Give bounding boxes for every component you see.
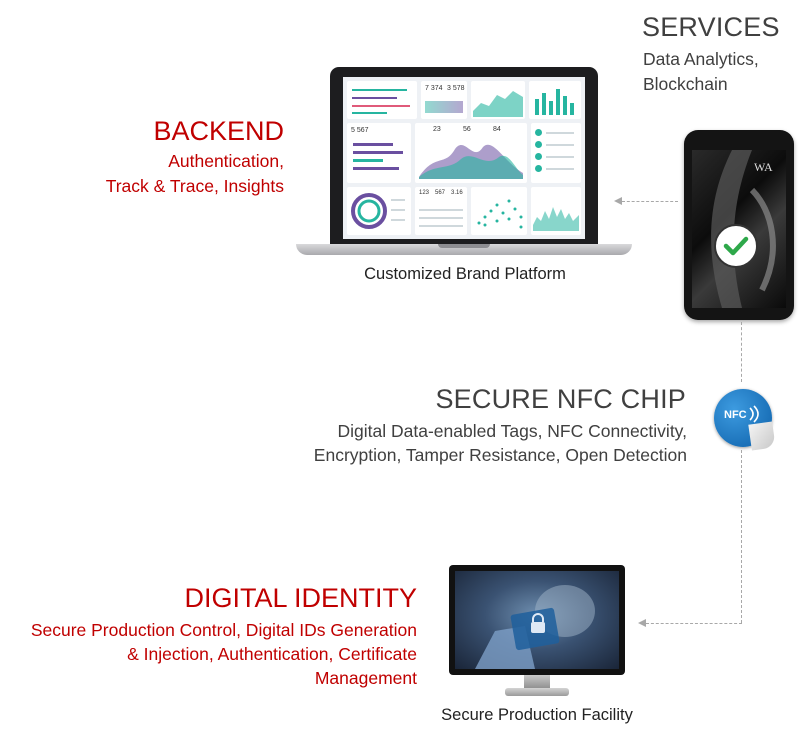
dashboard-tile-area — [471, 81, 525, 119]
laptop-base — [296, 244, 632, 255]
monitor-screen — [455, 571, 619, 669]
stat-6: 84 — [493, 126, 501, 133]
digital-identity-line-2: & Injection, Authentication, Certificate — [127, 644, 417, 664]
area-chart-small — [473, 91, 523, 117]
digital-identity-title: DIGITAL IDENTITY — [184, 583, 417, 613]
dashboard-screen: 7 374 3 578 5 567 23 56 84 — [343, 77, 585, 239]
nfc-sticker-peel — [748, 421, 776, 451]
dashboard-tile-stats: 7 374 3 578 — [421, 81, 467, 119]
digital-identity-line-3: Management — [314, 668, 417, 688]
dashboard-tile-hbars: 5 567 — [347, 123, 411, 183]
monitor-neck — [524, 675, 550, 689]
digital-identity-line-1: Secure Production Control, Digital IDs G… — [30, 620, 417, 640]
connector-to-monitor — [646, 623, 742, 624]
nfc-line-1: Digital Data-enabled Tags, NFC Connectiv… — [337, 421, 687, 441]
connector-phone-nfc — [741, 322, 742, 382]
dashboard-tile-main-chart: 23 56 84 — [415, 123, 527, 183]
platform-caption: Customized Brand Platform — [364, 265, 566, 283]
area-chart-main — [419, 144, 523, 179]
dashboard-tile-lines — [347, 81, 417, 119]
lock-icon — [531, 613, 545, 633]
phone-check-badge — [714, 224, 758, 268]
dashboard-tile-dots — [471, 187, 527, 235]
stat-1: 7 374 — [425, 85, 443, 92]
donut-chart — [351, 193, 405, 229]
backend-line-1: Authentication, — [168, 151, 284, 171]
nfc-line-2: Encryption, Tamper Resistance, Open Dete… — [313, 445, 687, 465]
connector-nfc-facility — [741, 450, 742, 623]
stat-9: 3.16 — [451, 190, 463, 196]
dot-matrix — [477, 199, 523, 229]
stat-8: 567 — [435, 190, 446, 196]
connector-phone-laptop — [622, 201, 678, 202]
stat-4: 23 — [433, 126, 441, 133]
dashboard-tile-numbers: 123 567 3.16 — [415, 187, 467, 235]
backend-title: BACKEND — [153, 116, 284, 146]
dashboard-tile-donut — [347, 187, 411, 235]
dashboard-tile-list — [531, 123, 581, 183]
arrow-left-icon — [638, 619, 646, 627]
phone-logo: WA — [754, 160, 773, 174]
arrow-left-icon — [614, 197, 622, 205]
stat-2: 3 578 — [447, 85, 465, 92]
stat-3: 5 567 — [351, 127, 369, 134]
stat-7: 123 — [419, 190, 430, 196]
check-icon — [723, 236, 749, 256]
bar-chart-small — [535, 89, 574, 115]
dashboard-tile-bars — [529, 81, 581, 119]
laptop-notch — [438, 244, 490, 248]
nfc-title: SECURE NFC CHIP — [435, 384, 686, 414]
nfc-sticker-label: NFC — [724, 409, 747, 421]
monitor-stand — [505, 688, 569, 696]
dashboard-tile-spikes — [531, 187, 581, 235]
services-title: SERVICES — [642, 12, 780, 42]
stat-5: 56 — [463, 126, 471, 133]
production-scene — [475, 585, 595, 669]
services-line-2: Blockchain — [643, 74, 728, 94]
services-line-1: Data Analytics, — [643, 49, 759, 69]
facility-caption: Secure Production Facility — [441, 706, 633, 724]
nfc-waves-icon — [749, 405, 759, 423]
backend-line-2: Track & Trace, Insights — [105, 176, 284, 196]
spike-chart — [533, 207, 579, 231]
